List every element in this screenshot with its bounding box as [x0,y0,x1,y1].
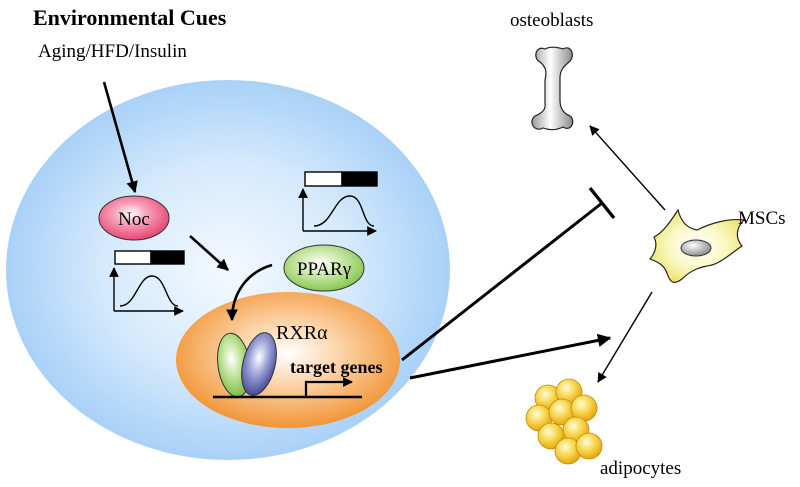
noc-protein: Noc [98,195,170,241]
noc-expression-plot-icon [109,250,185,316]
inhibition-bar [588,186,616,220]
rxr-label: RXRα [276,322,328,344]
adipocytes-label: adipocytes [600,458,681,479]
target-genes-label: target genes [290,357,382,377]
ppar-protein: PPARγ [283,244,365,292]
rxr-dna-binding-blob [241,332,277,396]
ppar-to-rxr-arrow [226,263,273,322]
cues-label: Aging/HFD/Insulin [38,41,187,62]
osteoblasts-label: osteoblasts [510,10,593,31]
transcription-start-arrow [304,377,353,397]
ppar-label: PPARγ [297,259,351,280]
ppar-expression-plot-icon [298,171,378,236]
noc-label: Noc [118,209,150,230]
mscs-label: MSCs [738,208,786,229]
adipocyte-cluster-icon [525,378,603,465]
inhibition-line [401,201,603,362]
stem-cell-icon [648,208,746,283]
noc-to-rxr-arrow [189,235,229,271]
msc-to-osteoblast-arrow [589,125,666,211]
promote-arrow [409,333,612,380]
cues-to-noc-arrow [102,81,138,194]
msc-to-adipocyte-arrow [597,291,653,383]
diagram-title: Environmental Cues [33,5,227,30]
bone-icon [531,46,574,131]
